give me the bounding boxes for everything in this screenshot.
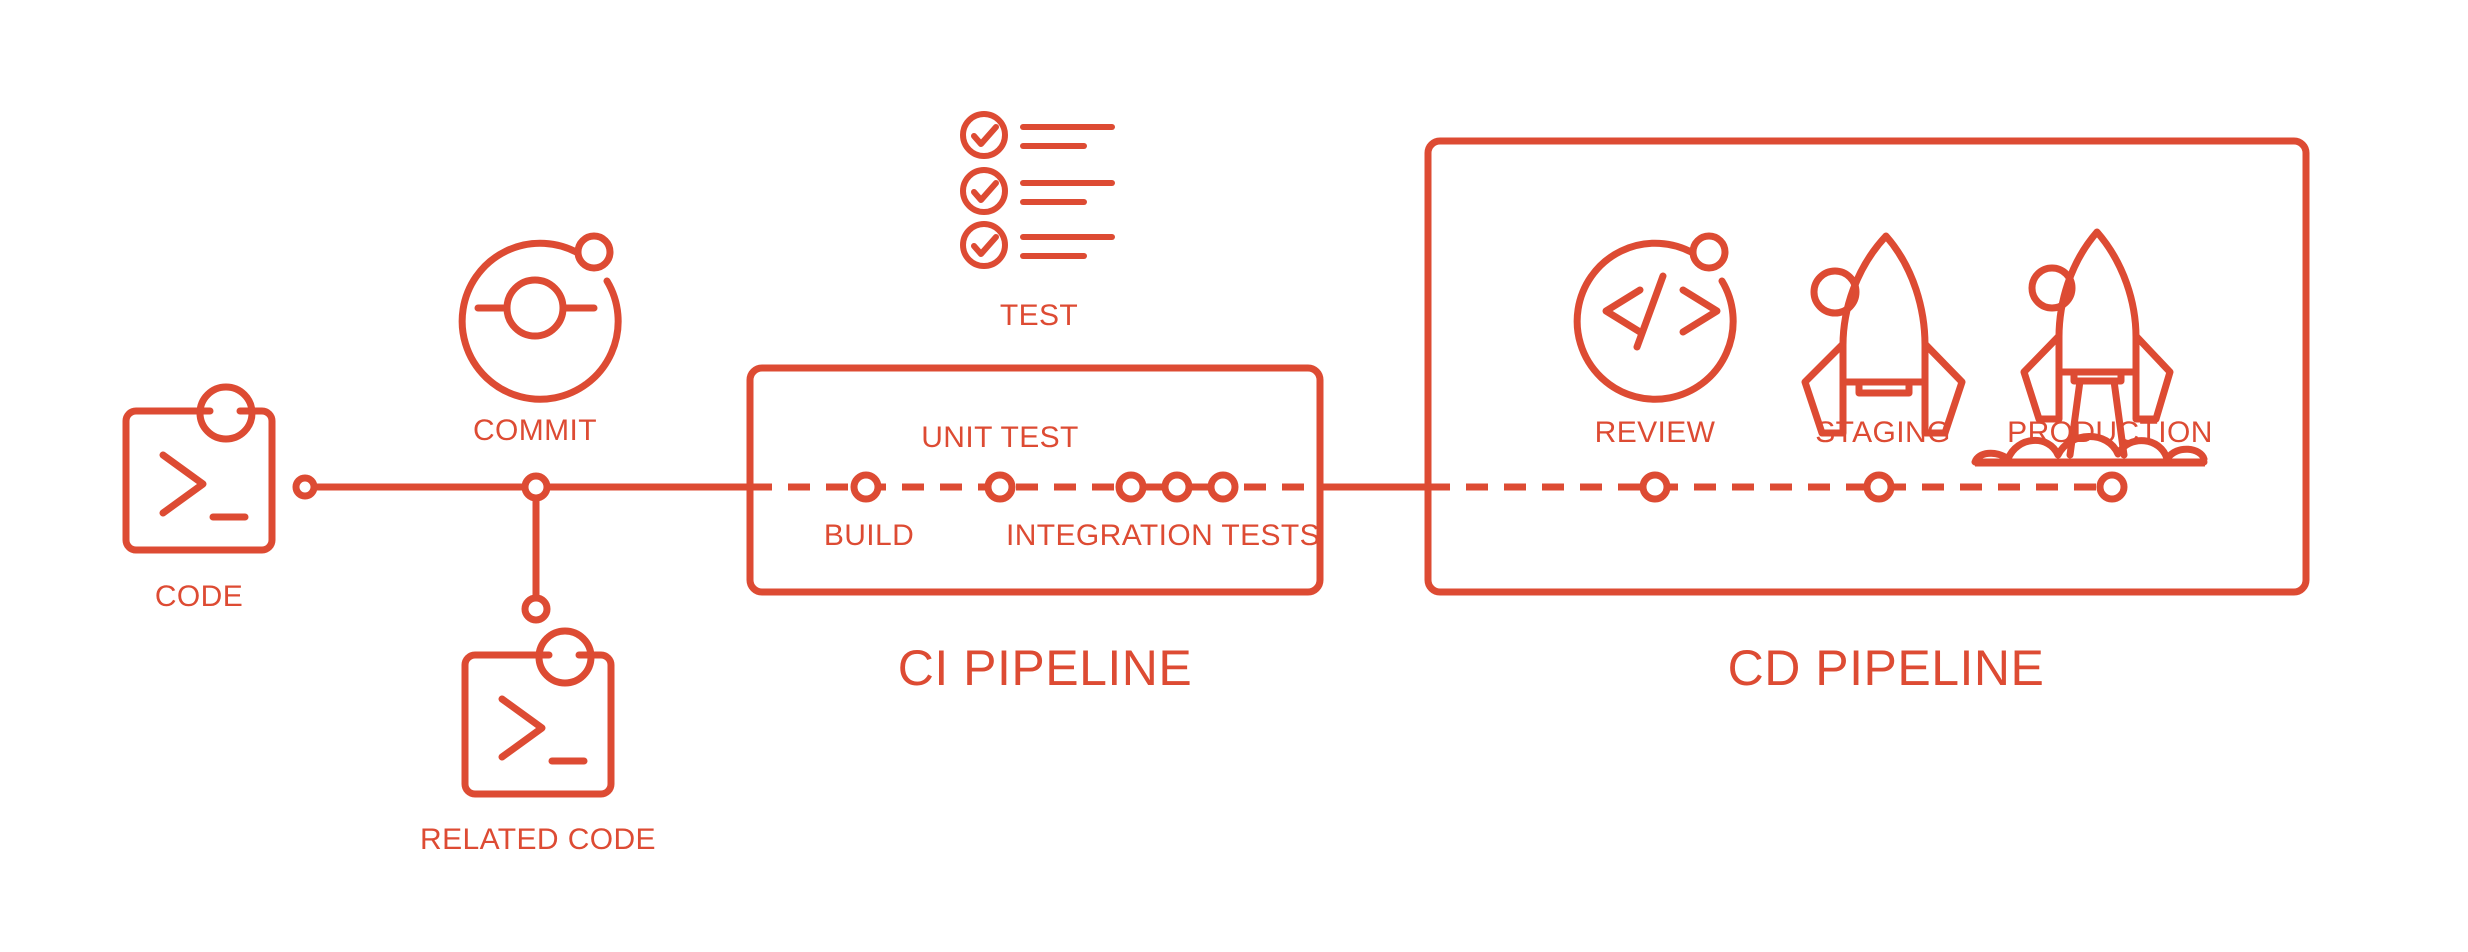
review-icon [1573,232,1737,403]
staging-rocket-porthole [1810,267,1860,317]
related-code-icon [461,627,615,798]
test-label: TEST [1000,299,1078,332]
production-label: PRODUCTION [2007,416,2213,449]
review-orbit-dot [1689,232,1729,272]
code-label: CODE [155,580,243,613]
integration-test-node-3[interactable] [1207,471,1239,503]
production-rocket-porthole [2028,264,2076,312]
ci-pipeline-title: CI PIPELINE [898,640,1193,696]
timeline-start-node[interactable] [292,474,318,500]
unit-test-label: UNIT TEST [921,421,1079,454]
related-code-label: RELATED CODE [420,823,656,856]
code-icon-badge [196,383,256,443]
staging-label: STAGING [1815,416,1951,449]
cd-pipeline-box [1424,137,2310,596]
commit-hub [503,276,567,340]
build-label: BUILD [824,519,914,552]
commit-label: COMMIT [473,414,597,447]
production-rocket-icon [1971,228,2208,467]
commit-node[interactable] [521,472,551,502]
production-node[interactable] [2096,471,2128,503]
cd-pipeline-title: CD PIPELINE [1728,640,2045,696]
integration-tests-label: INTEGRATION TESTS [1006,519,1320,552]
build-node[interactable] [850,471,882,503]
integration-test-node-1[interactable] [1115,471,1147,503]
staging-node[interactable] [1863,471,1895,503]
commit-orbit-dot [574,232,614,272]
staging-rocket-icon [1801,232,1966,437]
code-icon [122,383,276,554]
unit-test-node[interactable] [984,471,1016,503]
integration-test-node-2[interactable] [1161,471,1193,503]
review-node[interactable] [1639,471,1671,503]
commit-icon [458,232,622,403]
review-label: REVIEW [1595,416,1716,449]
related-code-icon-badge [535,627,595,687]
test-checklist-icon [960,111,1115,269]
related-code-branch-node[interactable] [521,594,551,624]
ci-pipeline-box [746,364,1324,596]
